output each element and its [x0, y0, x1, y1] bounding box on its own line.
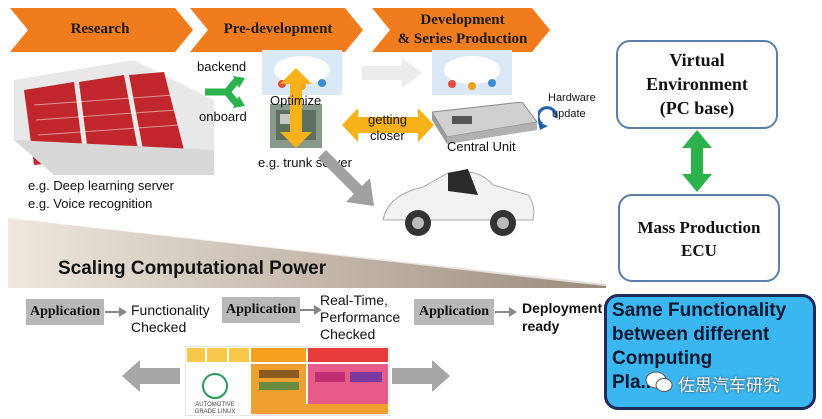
dev-phase-label-line1: Development	[420, 12, 505, 28]
callout-line4: Pla...	[612, 372, 657, 393]
functionality-label: Functionality	[131, 302, 210, 318]
hardware-label: Hardware	[548, 92, 596, 104]
predev-chevron	[190, 8, 363, 52]
research-chevron	[10, 8, 193, 52]
right-gray-arrow	[392, 360, 450, 392]
voice-recognition-label: e.g. Voice recognition	[28, 196, 153, 211]
mass-production-label: Mass Production	[637, 218, 761, 237]
faded-right-arrow	[362, 58, 422, 88]
optimize-label: Optimize	[270, 93, 322, 108]
car-image	[382, 169, 535, 236]
agl-logo-line1: AUTOMOTIVE	[195, 402, 235, 408]
callout-line3: Computing	[612, 348, 713, 369]
update-label: update	[552, 108, 586, 120]
flow-arrow-3	[495, 307, 517, 317]
deployment-ready-label: ready	[522, 318, 560, 334]
server-rack-image	[14, 60, 214, 175]
left-gray-arrow	[122, 360, 180, 392]
pc-base-label: (PC base)	[659, 98, 735, 118]
functionality-checked-label: Checked	[131, 319, 187, 335]
deep-learning-label: e.g. Deep learning server	[28, 178, 174, 193]
green-split-arrow	[205, 76, 245, 108]
application-box-3: Application	[414, 299, 494, 325]
onboard-label: onboard	[199, 109, 247, 124]
callout-line1: Same Functionality	[612, 300, 787, 321]
application-box-1: Application	[26, 299, 104, 325]
getting-closer-arrow	[342, 108, 434, 142]
environment-label: Environment	[646, 74, 748, 94]
central-unit-image	[432, 102, 537, 144]
phase-banner	[10, 8, 550, 52]
ecu-label: ECU	[681, 241, 717, 260]
scaling-title: Scaling Computational Power	[58, 258, 327, 279]
closer-label: closer	[370, 128, 405, 143]
backend-label: backend	[197, 59, 247, 74]
dev-phase-label-line2: & Series Production	[397, 31, 528, 47]
optimize-orange-arrows	[280, 68, 312, 148]
deployment-label: Deployment	[522, 300, 603, 316]
virtual-label: Virtual	[669, 50, 725, 70]
wechat-icon	[645, 371, 673, 392]
flow-arrow-1	[105, 307, 127, 317]
central-unit-label: Central Unit	[447, 139, 516, 154]
mass-production-box	[618, 194, 780, 282]
agl-logo-line2: GRADE LINUX	[195, 409, 236, 415]
getting-label: getting	[368, 112, 408, 127]
virtual-environment-box	[616, 40, 778, 129]
same-functionality-callout	[604, 294, 816, 410]
realtime-label: Real-Time,	[320, 292, 388, 308]
scaling-wedge	[8, 218, 606, 288]
dev-chevron	[372, 8, 550, 52]
hardware-update-icon	[538, 106, 558, 130]
flow-arrow-2	[300, 305, 322, 315]
watermark-text: 佐思汽车研究	[678, 376, 780, 396]
cloud-icon-dev	[432, 50, 512, 95]
performance-checked-label: Checked	[320, 326, 376, 342]
performance-label: Performance	[320, 309, 401, 325]
application-box-2: Application	[222, 297, 300, 323]
callout-line2: between different	[612, 324, 770, 345]
research-phase-label: Research	[70, 21, 130, 37]
diagonal-gray-arrow	[318, 150, 374, 206]
predev-phase-label: Pre-development	[223, 21, 333, 37]
green-double-arrow	[682, 130, 712, 192]
agl-stack-diagram: AUTOMOTIVE GRADE LINUX	[185, 346, 390, 416]
